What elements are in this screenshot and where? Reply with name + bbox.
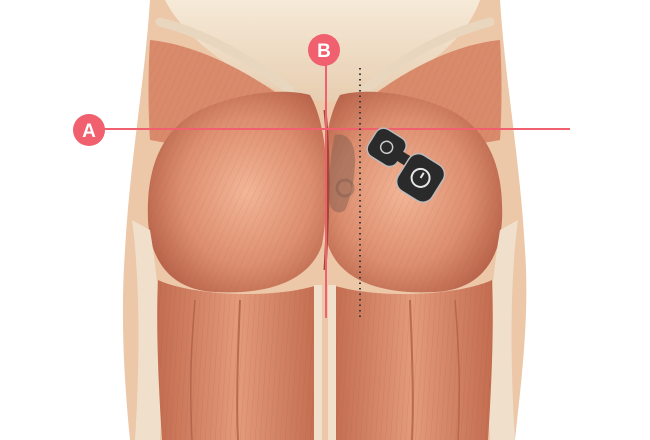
iliac-crest-left xyxy=(155,17,295,95)
power-icon xyxy=(410,167,431,188)
marker-a-label: A xyxy=(82,121,96,142)
it-band-left xyxy=(132,220,162,440)
coccyx-shadow xyxy=(329,134,355,213)
marker-b: B xyxy=(308,34,340,66)
electrode-device xyxy=(366,127,446,203)
marker-b-label: B xyxy=(317,41,331,62)
device-button-icon xyxy=(379,140,394,155)
it-band-right xyxy=(488,220,518,440)
iliac-crest-right xyxy=(360,17,495,95)
marker-a: A xyxy=(73,114,105,146)
